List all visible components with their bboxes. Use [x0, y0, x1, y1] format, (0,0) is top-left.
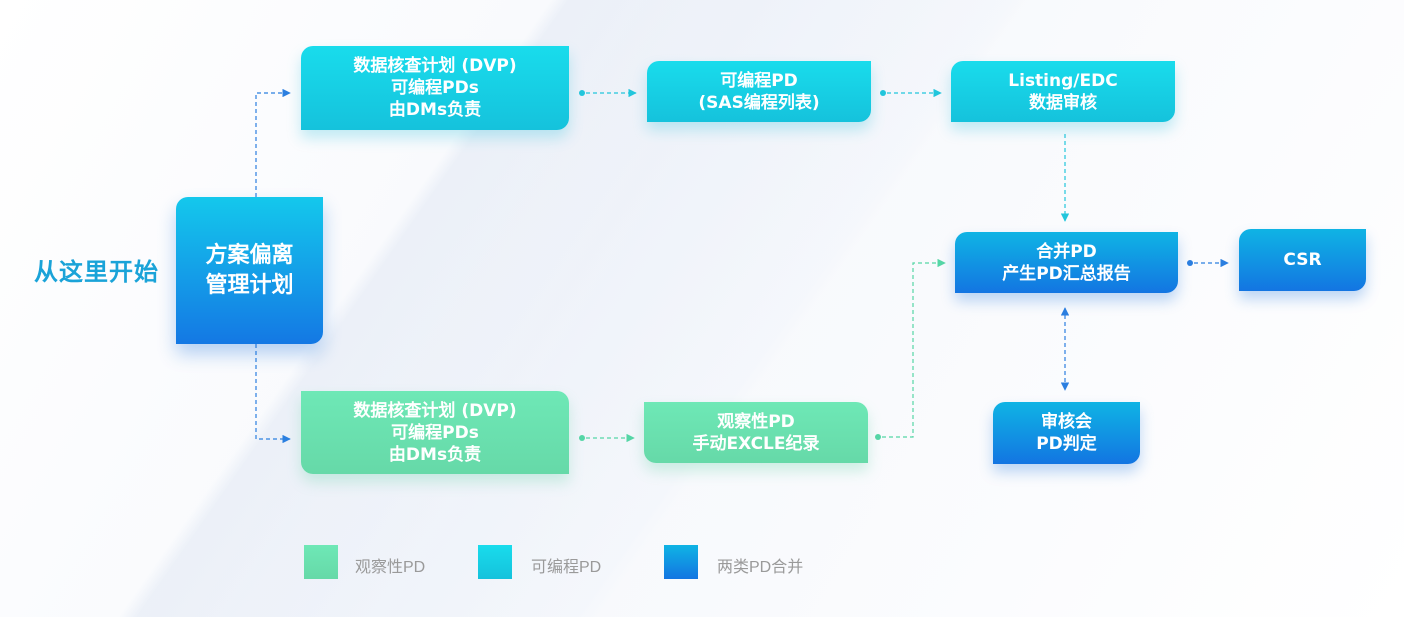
node-line: CSR	[1283, 250, 1322, 270]
connector-main-to-bottom	[255, 344, 291, 444]
node-line: 可编程PD	[720, 70, 798, 91]
main-plan-node: 方案偏离 管理计划	[176, 197, 323, 344]
connector-main-to-top	[255, 88, 291, 197]
connector-dot	[579, 435, 585, 441]
connector-dot	[880, 90, 886, 96]
node-line: 观察性PD	[717, 411, 795, 432]
node-line: 可编程PDs	[391, 78, 479, 98]
dvp-observational-node: 数据核查计划 (DVP) 可编程PDs 由DMs负责	[301, 391, 569, 474]
connector-dot	[1187, 260, 1193, 266]
listing-review-node: Listing/EDC 数据审核	[951, 61, 1175, 122]
legend-swatch-programmable	[478, 545, 512, 579]
node-line: 产生PD汇总报告	[1002, 263, 1131, 284]
connector-dot	[875, 434, 881, 440]
observational-pd-node: 观察性PD 手动EXCLE纪录	[644, 402, 868, 463]
connector-dot	[579, 90, 585, 96]
dvp-programmable-node: 数据核查计划 (DVP) 可编程PDs 由DMs负责	[301, 46, 569, 130]
legend-label-observational: 观察性PD	[355, 559, 426, 576]
node-line: 由DMs负责	[388, 100, 482, 120]
legend-label-programmable: 可编程PD	[531, 559, 602, 576]
node-line: 数据审核	[1029, 92, 1097, 113]
merge-pd-node: 合并PD 产生PD汇总报告	[955, 232, 1178, 293]
node-line: 数据核查计划 (DVP)	[353, 400, 517, 421]
node-line: 审核会	[1041, 412, 1092, 432]
node-line: 合并PD	[1036, 241, 1097, 262]
csr-node: CSR	[1239, 229, 1366, 291]
node-line: 数据核查计划 (DVP)	[353, 56, 517, 76]
main-plan-line-2: 管理计划	[205, 272, 294, 298]
connector-observational-to-merge	[882, 258, 946, 438]
node-line: 可编程PDs	[391, 422, 479, 443]
start-label: 从这里开始	[34, 258, 159, 286]
legend-swatch-merged	[664, 545, 698, 579]
node-line: PD判定	[1036, 434, 1097, 454]
review-meeting-node: 审核会 PD判定	[993, 402, 1140, 464]
legend-swatch-observational	[304, 545, 338, 579]
node-line: (SAS编程列表)	[698, 92, 820, 113]
node-line: 手动EXCLE纪录	[692, 433, 820, 454]
programmable-pd-node: 可编程PD (SAS编程列表)	[647, 61, 871, 122]
main-plan-line-1: 方案偏离	[205, 242, 294, 268]
node-line: Listing/EDC	[1008, 70, 1118, 91]
legend-label-merged: 两类PD合并	[717, 559, 804, 576]
node-line: 由DMs负责	[388, 444, 482, 465]
